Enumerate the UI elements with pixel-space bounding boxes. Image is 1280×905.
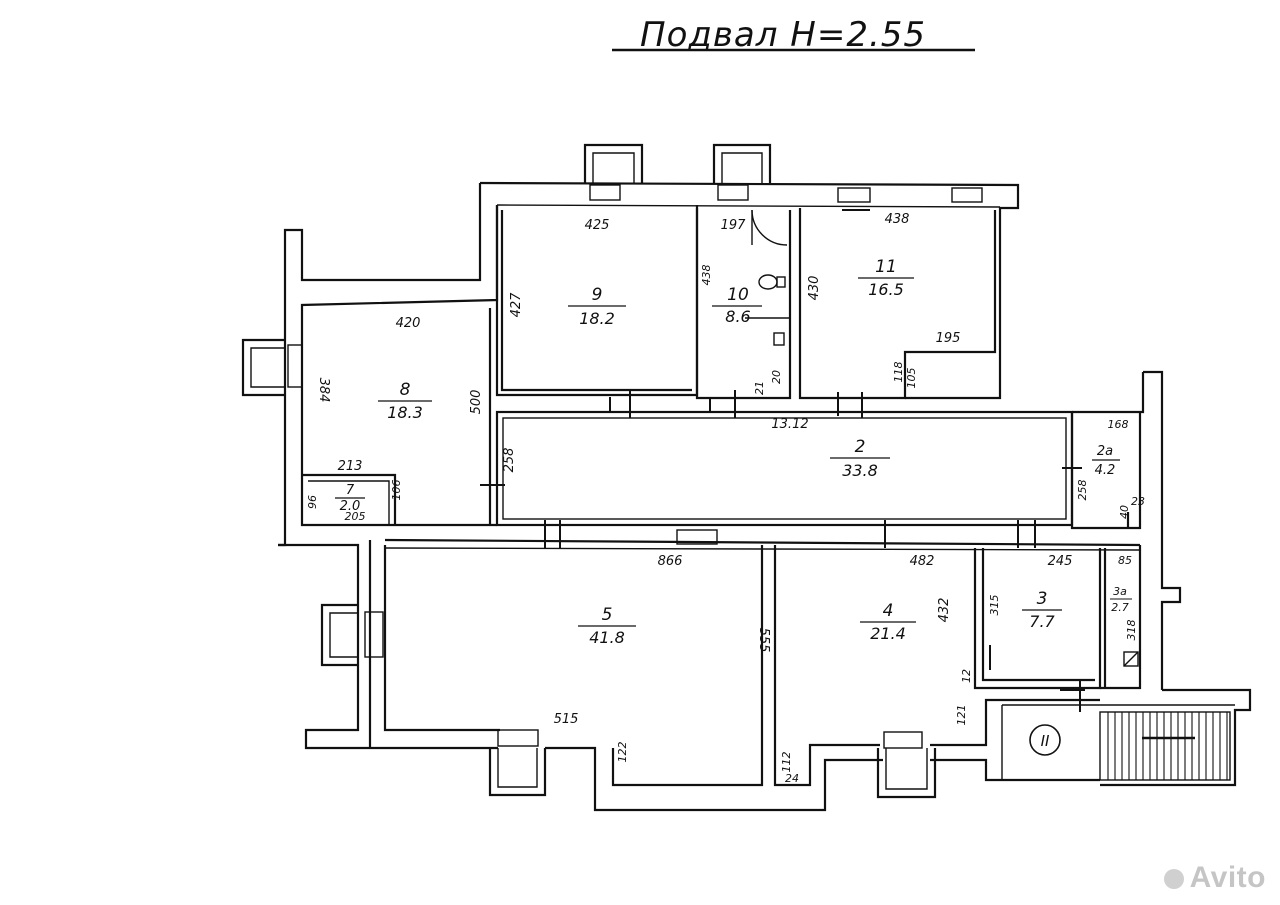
room-number: 2 — [855, 437, 866, 457]
dim-label: 205 — [345, 510, 366, 523]
dim-label: 85 — [1118, 554, 1132, 567]
dim-label: 195 — [936, 331, 961, 346]
dim-label: 12 — [960, 669, 973, 683]
dim-label: 24 — [785, 772, 799, 785]
room-number: 11 — [875, 257, 897, 277]
room-area: 2.0 — [340, 499, 361, 514]
room-area: 18.2 — [579, 309, 615, 328]
dim-label: 420 — [396, 316, 421, 331]
dim-label: 555 — [756, 628, 771, 653]
dim-label: 118 — [892, 362, 905, 383]
stair-mark: II — [1041, 732, 1050, 750]
room-area: 8.6 — [725, 307, 750, 326]
room-area: 33.8 — [842, 461, 878, 480]
partitions — [302, 205, 1142, 690]
dim-label: 213 — [338, 459, 363, 474]
room-area: 18.3 — [387, 403, 423, 422]
dim-label: 20 — [770, 370, 783, 384]
dim-label: 21 — [753, 381, 766, 395]
dim-label: 245 — [1048, 554, 1073, 569]
dim-label: 40 — [1118, 505, 1131, 519]
dim-label: 168 — [1108, 418, 1129, 431]
dim-label: 197 — [721, 218, 747, 233]
dim-label: 96 — [306, 495, 319, 509]
dim-label: 866 — [658, 554, 683, 569]
dim-label: 258 — [1076, 480, 1089, 501]
dim-label: 430 — [807, 276, 822, 301]
plan-title: Подвал H=2.55 — [640, 15, 926, 55]
dim-label: 432 — [937, 598, 952, 623]
dim-label: 122 — [616, 742, 629, 763]
room-number: 2a — [1097, 444, 1113, 459]
door-marks — [480, 209, 1085, 712]
dim-label: 13.12 — [771, 417, 808, 432]
dim-label: 482 — [910, 554, 935, 569]
room-number: 7 — [346, 483, 355, 498]
dim-label: 112 — [780, 752, 793, 773]
dim-label: 425 — [585, 218, 610, 233]
room-number: 3a — [1113, 585, 1127, 598]
outer-walls — [278, 181, 1252, 812]
staircase: II — [1029, 711, 1231, 781]
avito-watermark: Avito — [1163, 861, 1266, 895]
room-area: 2.7 — [1111, 601, 1129, 614]
dim-label: 318 — [1125, 620, 1138, 641]
dim-label: 106 — [390, 480, 403, 501]
dim-label: 105 — [905, 368, 918, 389]
room-number: 9 — [592, 285, 603, 305]
watermark-text: Avito — [1189, 861, 1266, 894]
dim-label: 258 — [502, 448, 517, 473]
dim-label: 515 — [554, 712, 579, 727]
avito-logo-icon — [1163, 869, 1184, 889]
dim-label: 500 — [469, 390, 484, 415]
dim-label: 23 — [1131, 495, 1145, 508]
room-area: 16.5 — [868, 280, 904, 299]
room-number: 4 — [883, 601, 894, 621]
room-area: 4.2 — [1095, 463, 1116, 478]
dim-label: 438 — [700, 265, 713, 286]
room-area: 41.8 — [589, 628, 625, 647]
dim-label: 384 — [316, 378, 331, 403]
window-wells — [241, 143, 983, 799]
room-number: 10 — [727, 285, 749, 305]
dim-label: 438 — [885, 212, 910, 227]
dim-label: 315 — [988, 595, 1001, 616]
room-area: 21.4 — [870, 624, 906, 643]
room-area: 7.7 — [1029, 612, 1055, 631]
room-number: 8 — [400, 380, 411, 400]
dim-label: 427 — [509, 292, 524, 318]
dimensions: 425 197 438 420 427 438 430 195 118 105 … — [306, 212, 1145, 785]
room-number: 5 — [602, 605, 613, 625]
room-labels: 9 18.2 10 8.6 11 16.5 8 18.3 2 33.8 2a 4… — [335, 257, 1132, 647]
room-number: 3 — [1037, 589, 1048, 609]
dim-label: 121 — [955, 705, 968, 726]
